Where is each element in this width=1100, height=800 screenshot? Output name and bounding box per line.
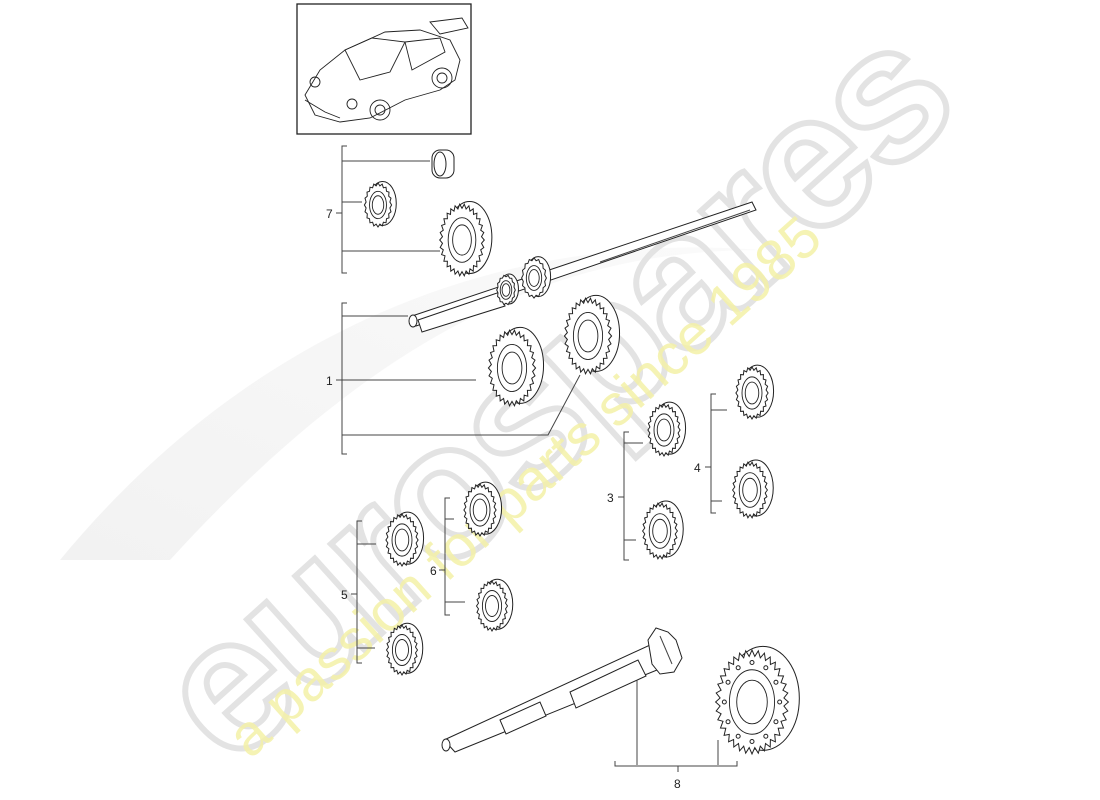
gear-teeth bbox=[521, 257, 547, 299]
gear-teeth bbox=[714, 648, 790, 756]
bolt-hole bbox=[763, 665, 769, 671]
gear-bore bbox=[656, 418, 672, 442]
gear-teeth bbox=[487, 329, 537, 407]
gear-hub-ring bbox=[728, 669, 776, 735]
gear-hub-ring bbox=[391, 634, 413, 666]
callout-group-6[interactable]: 6 bbox=[430, 497, 465, 616]
gear-teeth bbox=[463, 482, 497, 538]
bolt-hole bbox=[777, 699, 783, 705]
callout-group-5[interactable]: 5 bbox=[341, 520, 376, 664]
gear-bore bbox=[452, 224, 472, 256]
gear-teeth bbox=[641, 502, 679, 560]
gear-4b[interactable] bbox=[731, 459, 774, 519]
bolt-hole bbox=[773, 719, 779, 725]
gear-teeth bbox=[475, 579, 509, 633]
gear-1a[interactable] bbox=[487, 326, 545, 407]
gear-bore bbox=[501, 351, 523, 385]
gear-bore bbox=[736, 679, 768, 725]
gear-6b[interactable] bbox=[475, 578, 514, 633]
bolt-hole bbox=[735, 665, 741, 671]
callout-group-4[interactable]: 4 bbox=[694, 393, 727, 514]
gear-bore bbox=[394, 528, 410, 552]
shaft-gear-a[interactable] bbox=[496, 273, 519, 306]
bolt-hole bbox=[749, 739, 755, 745]
gear-large-7[interactable] bbox=[439, 200, 493, 277]
callout-label-7: 7 bbox=[326, 207, 333, 221]
callout-label-1: 1 bbox=[326, 374, 333, 388]
bolt-hole bbox=[773, 679, 779, 685]
bolt-hole bbox=[735, 733, 741, 739]
callout-label-3: 3 bbox=[607, 491, 614, 505]
gear-hub-ring bbox=[525, 265, 543, 291]
bolt-hole bbox=[725, 679, 731, 685]
gear-bore bbox=[744, 381, 760, 405]
callout-group-8[interactable]: 8 bbox=[614, 680, 738, 791]
gear-teeth bbox=[731, 461, 769, 519]
gear-bore bbox=[395, 639, 409, 661]
gear-hub-ring bbox=[648, 513, 672, 549]
callout-label-5: 5 bbox=[341, 588, 348, 602]
callout-label-6: 6 bbox=[430, 564, 437, 578]
gear-hub-ring bbox=[499, 280, 513, 300]
gear-teeth bbox=[439, 203, 485, 277]
callout-group-1[interactable]: 1 bbox=[326, 302, 581, 455]
gear-bore bbox=[371, 195, 385, 215]
gear-bore bbox=[485, 595, 499, 617]
pinion-gear[interactable] bbox=[647, 627, 683, 675]
gear-teeth bbox=[563, 297, 613, 375]
bolt-hole bbox=[763, 733, 769, 739]
gear-bore bbox=[501, 283, 511, 297]
gear-hub-ring bbox=[653, 413, 675, 447]
gear-bore bbox=[742, 477, 758, 503]
gear-teeth bbox=[385, 512, 419, 568]
car-thumbnail[interactable] bbox=[296, 3, 472, 135]
gear-6a[interactable] bbox=[463, 481, 503, 538]
bolt-hole bbox=[725, 719, 731, 725]
gear-3a[interactable] bbox=[647, 401, 687, 458]
gear-hub-ring bbox=[741, 376, 763, 410]
callout-group-7[interactable]: 7 bbox=[326, 145, 440, 274]
car-icon bbox=[304, 17, 469, 123]
gear-teeth bbox=[647, 402, 681, 458]
gear-hub-ring bbox=[391, 523, 413, 557]
gear-bore bbox=[472, 498, 488, 522]
gear-hub-ring bbox=[496, 343, 528, 393]
gear-5a[interactable] bbox=[385, 511, 425, 568]
pinion-shaft[interactable] bbox=[441, 644, 663, 753]
gear-hub-ring bbox=[369, 190, 387, 220]
shaft-gear-b[interactable] bbox=[521, 256, 552, 299]
gear-small-7[interactable] bbox=[363, 180, 397, 228]
bolt-hole bbox=[749, 659, 755, 665]
gear-hub-ring bbox=[572, 311, 604, 361]
gear-hub-ring bbox=[447, 217, 477, 263]
gear-hub-ring bbox=[738, 472, 762, 508]
gear-1b[interactable] bbox=[563, 294, 621, 375]
gear-teeth bbox=[385, 623, 419, 677]
needle-bearing[interactable] bbox=[431, 149, 455, 179]
gear-5b[interactable] bbox=[385, 622, 424, 677]
ring-gear[interactable] bbox=[714, 645, 800, 756]
gear-4a[interactable] bbox=[735, 364, 775, 421]
gear-teeth bbox=[496, 274, 516, 306]
gear-hub-ring bbox=[469, 493, 491, 527]
gear-bore bbox=[577, 319, 599, 353]
callout-group-3[interactable]: 3 bbox=[607, 431, 643, 561]
gear-3b[interactable] bbox=[641, 500, 684, 560]
gear-bore bbox=[652, 518, 668, 544]
gear-teeth bbox=[363, 182, 393, 228]
callout-label-8: 8 bbox=[674, 777, 681, 791]
callout-label-4: 4 bbox=[694, 461, 701, 475]
gear-teeth bbox=[735, 365, 769, 421]
bolt-hole bbox=[721, 699, 727, 705]
gear-bore bbox=[528, 269, 540, 287]
gear-hub-ring bbox=[481, 590, 503, 622]
